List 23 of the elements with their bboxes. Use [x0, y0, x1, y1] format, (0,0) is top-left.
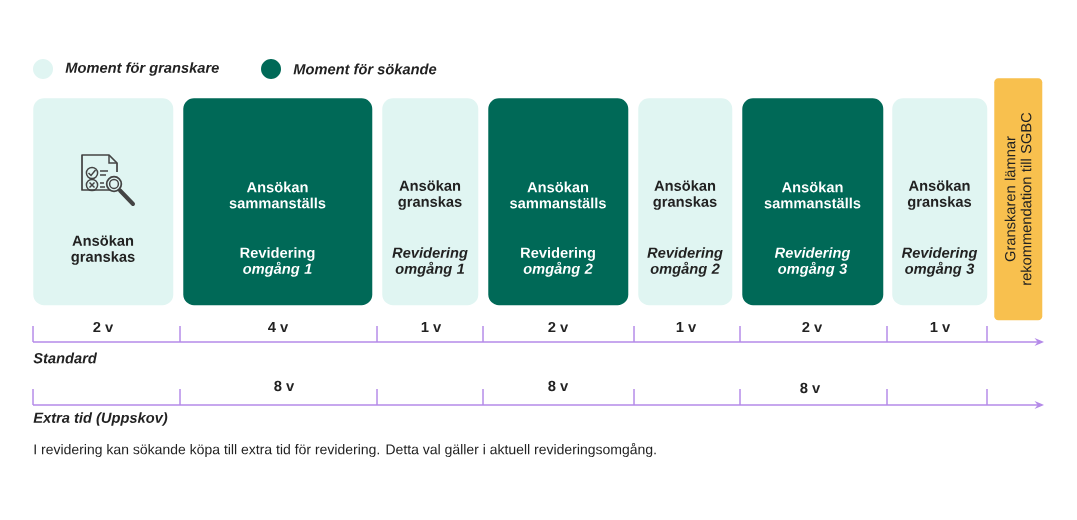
legend-label: Moment för granskare — [65, 62, 219, 76]
phase-box: Ansökan granskas — [33, 98, 174, 306]
duration-label: 1 v — [930, 321, 951, 333]
phase-box: Ansökan granskas Revidering omgång 3 — [892, 98, 988, 306]
milestone-box: Granskaren lämnar rekommendation till SGBC — [994, 78, 1043, 321]
duration-label: 2 v — [548, 321, 569, 333]
phase-box: Ansökan sammanställs Revidering omgång 3 — [742, 98, 884, 306]
phase-box: Ansökan sammanställs Revidering omgång 1 — [183, 98, 373, 306]
phase-box: Ansökan granskas Revidering omgång 2 — [638, 98, 733, 306]
duration-label: 2 v — [93, 321, 114, 333]
phase-box: Ansökan granskas Revidering omgång 1 — [382, 98, 479, 306]
duration-label: 8 v — [800, 382, 821, 394]
legend-label: Moment för sökande — [293, 63, 437, 75]
duration-label: 8 v — [274, 380, 295, 392]
duration-label: 8 v — [548, 380, 569, 392]
row-label: Extra tid (Uppskov) — [33, 412, 168, 426]
row-label: Standard — [33, 352, 98, 364]
duration-label: 2 v — [802, 321, 823, 333]
note-text: I revidering kan sökande köpa till extra tid för revidering. Detta val gäller i aktuell revideringsomgång. — [34, 442, 656, 458]
duration-label: 1 v — [676, 321, 697, 333]
duration-label: 1 v — [421, 321, 442, 333]
duration-label: 4 v — [268, 321, 289, 333]
phase-box: Ansökan sammanställs Revidering omgång 2 — [488, 98, 629, 306]
